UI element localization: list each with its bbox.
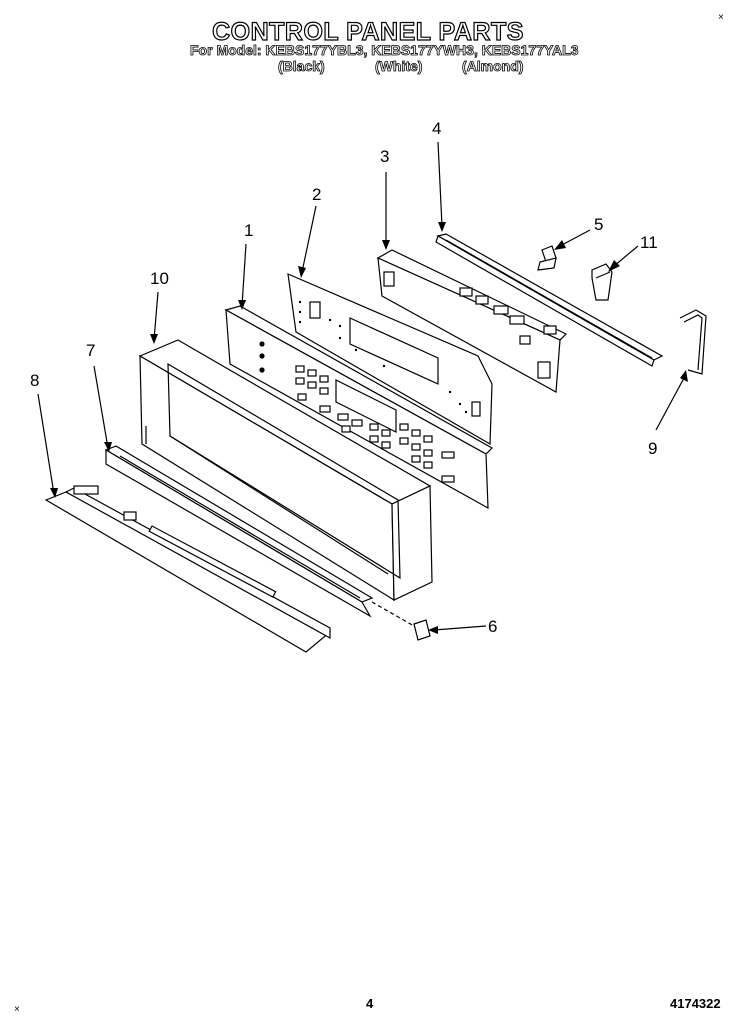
part-8-trim bbox=[44, 485, 332, 653]
page-title: CONTROL PANEL PARTS bbox=[211, 17, 524, 46]
part-5-clip bbox=[537, 245, 557, 271]
part-3-board bbox=[376, 249, 568, 393]
document-number: 4174322 bbox=[670, 996, 721, 1011]
part-7-trim bbox=[104, 445, 374, 618]
color-white: (White) bbox=[375, 58, 423, 75]
callout-2: 2 bbox=[312, 185, 322, 204]
part-1-faceplate bbox=[224, 305, 493, 510]
callout-9: 9 bbox=[648, 439, 658, 458]
part-10-housing bbox=[138, 339, 433, 602]
callout-11: 11 bbox=[640, 233, 658, 252]
callout-8: 8 bbox=[30, 371, 40, 390]
callout-4: 4 bbox=[432, 119, 442, 138]
callout-6: 6 bbox=[488, 617, 498, 636]
part-9-hook bbox=[679, 309, 707, 375]
corner-mark: × bbox=[718, 12, 724, 23]
callout-10: 10 bbox=[150, 269, 169, 288]
page-number: 4 bbox=[366, 996, 374, 1011]
part-6-clip bbox=[371, 601, 431, 641]
corner-mark: × bbox=[14, 1004, 20, 1015]
color-almond: (Almond) bbox=[462, 58, 524, 75]
leader-lines bbox=[37, 141, 688, 634]
model-list: For Model: KEBS177YBL3, KEBS177YWH3, KEB… bbox=[190, 42, 579, 59]
part-2-overlay bbox=[287, 273, 493, 446]
part-4-rail bbox=[435, 233, 664, 367]
callout-7: 7 bbox=[86, 341, 96, 360]
callout-3: 3 bbox=[380, 147, 390, 166]
callout-5: 5 bbox=[594, 215, 604, 234]
callout-1: 1 bbox=[244, 221, 254, 240]
color-black: (Black) bbox=[278, 58, 325, 75]
part-11-bracket bbox=[591, 263, 613, 301]
